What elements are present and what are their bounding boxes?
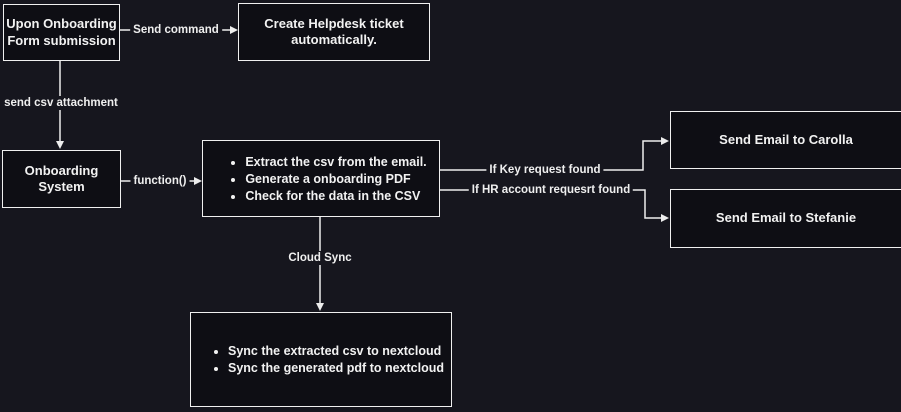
node-onboarding-system[interactable]: Onboarding System xyxy=(2,150,121,208)
list-item: Extract the csv from the email. xyxy=(245,154,426,170)
node-send-email-carolla[interactable]: Send Email to Carolla xyxy=(670,111,901,169)
node-label: Send Email to Stefanie xyxy=(715,210,857,226)
connector-label-function: function() xyxy=(130,174,190,188)
list-item: Generate a onboarding PDF xyxy=(245,171,426,187)
connector-label-if-key-request: If Key request found xyxy=(486,163,604,177)
list-item: Sync the generated pdf to nextcloud xyxy=(228,360,444,376)
connector-label-send-csv-attachment: send csv attachment xyxy=(1,96,121,110)
node-label: Upon Onboarding Form submission xyxy=(6,16,117,48)
list-item: Sync the extracted csv to nextcloud xyxy=(228,343,444,359)
node-upon-onboarding-form-submission[interactable]: Upon Onboarding Form submission xyxy=(3,4,120,61)
node-label: Onboarding System xyxy=(24,162,99,194)
connector-label-if-hr-account-request: If HR account requesrt found xyxy=(468,183,634,197)
node-send-email-stefanie[interactable]: Send Email to Stefanie xyxy=(670,189,901,248)
list-item: Check for the data in the CSV xyxy=(245,188,426,204)
node-create-helpdesk-ticket[interactable]: Create Helpdesk ticket automatically. xyxy=(238,3,430,61)
node-label: Send Email to Carolla xyxy=(719,131,853,147)
process-steps-list: Extract the csv from the email. Generate… xyxy=(215,153,426,205)
cloud-sync-tasks-list: Sync the extracted csv to nextcloud Sync… xyxy=(198,342,444,377)
node-label: Create Helpdesk ticket automatically. xyxy=(264,15,404,47)
connector-label-cloud-sync: Cloud Sync xyxy=(285,251,355,265)
connector-label-send-command: Send command xyxy=(130,23,222,37)
node-cloud-sync-tasks[interactable]: Sync the extracted csv to nextcloud Sync… xyxy=(190,312,452,407)
node-process-steps[interactable]: Extract the csv from the email. Generate… xyxy=(202,140,440,217)
